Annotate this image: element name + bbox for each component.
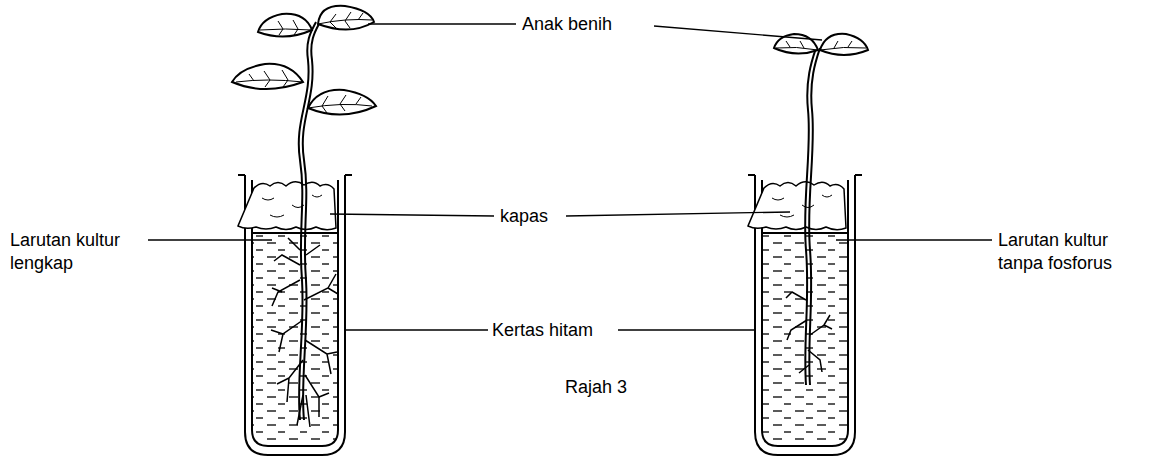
- seedling-left: [232, 6, 376, 427]
- part-label: Anak benih: [522, 13, 612, 36]
- part-label: Larutan kultur lengkap: [10, 229, 145, 274]
- part-label: Larutan kultur tanpa fosforus: [998, 229, 1148, 274]
- figure-caption: Rajah 3: [565, 376, 627, 399]
- test-tube-left: [238, 175, 352, 455]
- part-label: kapas: [500, 205, 548, 228]
- leader-lines: [148, 24, 992, 330]
- part-label: Kertas hitam: [492, 319, 593, 342]
- seedling-right: [774, 34, 868, 385]
